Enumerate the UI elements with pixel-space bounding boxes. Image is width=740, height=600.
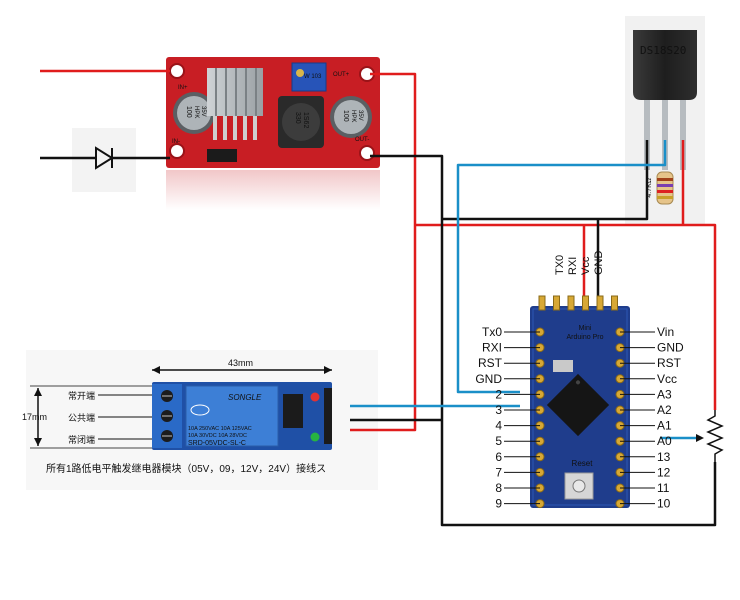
out-minus-label: OUT-: [355, 137, 369, 143]
board-line-1: Arduino Pro: [567, 334, 604, 341]
out-plus-label: OUT+: [333, 72, 350, 78]
right-pin-label: 13: [657, 450, 671, 464]
right-pin-label: A1: [657, 419, 672, 433]
relay-caption: 所有1路低电平触发继电器模块（05V，09，12V，24V）接线ス: [46, 462, 326, 475]
left-pin-label: 6: [495, 450, 502, 464]
sensor-label: DS18S20: [640, 44, 686, 57]
arduino-pro-mini: Mini Arduino Pro Reset: [530, 295, 630, 509]
terminal-com-label: 公共端: [68, 412, 95, 423]
diode-symbol: [72, 128, 136, 192]
right-pin-label: Vin: [657, 325, 674, 339]
buck-converter-module: 100 HPK 35V W 103 330 1S62 100 HPK 35V: [166, 57, 380, 210]
right-pin-label: 11: [657, 481, 670, 495]
top-pin-tx0: TX0: [554, 255, 566, 275]
left-pin-label: 7: [495, 465, 502, 479]
terminal-no-label: 常开端: [68, 390, 95, 401]
cap2-text-1: HPK: [350, 110, 356, 122]
left-pin-label: RXI: [482, 341, 502, 355]
left-pin-label: 9: [495, 497, 502, 511]
right-pin-label: GND: [657, 341, 684, 355]
right-pin-label: A0: [657, 434, 672, 448]
cap2-text-0: 100: [342, 110, 349, 122]
pot-label: W 103: [304, 74, 322, 80]
top-pin-rxi: RXI: [567, 257, 579, 275]
right-pin-label: 10: [657, 497, 671, 511]
board-line-0: Mini: [579, 325, 592, 332]
potentiometer-symbol: [696, 410, 724, 462]
top-header-pin: [553, 295, 560, 311]
wires: [40, 69, 717, 527]
terminal-nc-label: 常闭端: [68, 434, 95, 445]
ds18s20-sensor: DS18S20 4.7KΩ: [625, 16, 705, 226]
relay-height-label: 17mm: [22, 412, 47, 422]
top-pin-gnd: GND: [593, 251, 605, 276]
inductor-text-1: 1S62: [302, 112, 309, 128]
relay-spec-0: 10A 250VAC 10A 125VAC: [188, 426, 252, 432]
relay-module: 43mm 17mm 常开端 公共端 常闭端 SONGLE 10A 250VAC …: [22, 350, 378, 490]
left-pin-label: 4: [495, 419, 502, 433]
right-pin-label: A3: [657, 387, 672, 401]
left-pin-label: Tx0: [482, 325, 502, 339]
in-plus-label: IN+: [178, 85, 188, 91]
top-header-pin: [567, 295, 575, 311]
cap1-text-0: 100: [185, 106, 192, 118]
relay-model: SRD-05VDC-SL-C: [188, 440, 246, 447]
relay-brand: SONGLE: [228, 393, 262, 402]
left-pin-label: 3: [495, 403, 502, 417]
left-pin-label: RST: [478, 356, 503, 370]
cap2-text-2: 35V: [357, 110, 363, 121]
top-header-pin: [582, 295, 589, 311]
relay-spec-1: 10A 30VDC 10A 28VDC: [188, 433, 247, 439]
left-pin-label: 8: [495, 481, 502, 495]
relay-width-label: 43mm: [228, 358, 253, 368]
cap1-text-1: HPK: [193, 106, 199, 118]
right-pin-label: 12: [657, 465, 671, 479]
top-pin-vcc: Vcc: [580, 256, 592, 275]
right-pin-label: Vcc: [657, 372, 677, 386]
reset-label: Reset: [572, 459, 594, 468]
top-header-pin: [596, 295, 604, 311]
inductor-text-0: 330: [294, 112, 301, 124]
resistor-label: 4.7KΩ: [646, 178, 653, 198]
arduino-top-labels: TX0 RXI Vcc GND: [554, 251, 605, 276]
left-pin-label: 5: [495, 434, 502, 448]
left-pin-label: 2: [495, 387, 502, 401]
right-pin-label: A2: [657, 403, 672, 417]
left-pin-label: GND: [475, 372, 502, 386]
right-pin-label: RST: [657, 356, 682, 370]
in-minus-label: IN-: [172, 139, 180, 145]
top-header-pin: [611, 295, 618, 311]
cap1-text-2: 35V: [200, 106, 206, 117]
top-header-pin: [538, 295, 546, 311]
